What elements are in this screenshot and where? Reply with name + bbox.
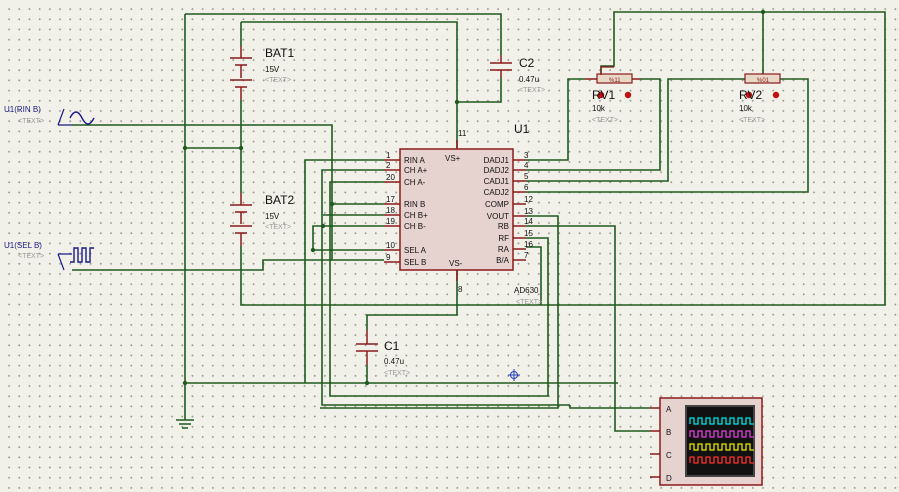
u1-pin-name: VOUT — [487, 212, 509, 221]
u1-pin-number: 7 — [524, 251, 529, 260]
u1-pin-number: 2 — [386, 161, 391, 170]
scope-channel-a: A — [666, 405, 672, 414]
u1-pin-name: DADJ1 — [484, 156, 510, 165]
u1-pin-name: COMP — [485, 200, 509, 209]
u1-pin-name: SEL B — [404, 258, 426, 267]
bat1-value: 15V — [265, 65, 280, 74]
c2-text: <TEXT> — [519, 87, 545, 94]
rin-b-source-text: <TEXT> — [18, 118, 44, 125]
sine-wave-icon — [69, 111, 95, 125]
u1-pin-name: RF — [498, 234, 509, 243]
rin-b-source-ref: U1(RIN B) — [4, 105, 41, 114]
bat2-value: 15V — [265, 212, 280, 221]
sel-b-source-text: <TEXT> — [18, 253, 44, 260]
u1-pin-number: 4 — [524, 161, 529, 170]
crosshair-icon — [508, 369, 520, 381]
u1-pin-number: 6 — [524, 183, 529, 192]
u1-pin-number: 17 — [386, 195, 395, 204]
potentiometer-rv1[interactable]: %11 RV1 10k <TEXT> — [585, 66, 640, 124]
u1-pin-name: RIN A — [404, 156, 426, 165]
u1-pin-name: RIN B — [404, 200, 425, 209]
u1-pin-number: 16 — [524, 240, 533, 249]
u1-pin-name: CH B+ — [404, 211, 428, 220]
oscilloscope[interactable]: A B C D — [650, 397, 763, 486]
u1-vs-plus: VS+ — [445, 154, 461, 163]
u1-pin-number: 15 — [524, 229, 533, 238]
bat2-text: <TEXT> — [265, 224, 291, 231]
square-wave-icon — [70, 247, 94, 263]
source-rin-b[interactable]: U1(RIN B) <TEXT> — [4, 105, 95, 126]
scope-trace-c — [689, 443, 754, 451]
u1-pin-name: B/A — [496, 256, 510, 265]
c1-ref: C1 — [384, 339, 400, 353]
u1-pin-name: SEL A — [404, 246, 427, 255]
c1-value: 0.47u — [384, 357, 404, 366]
u1-vs-minus-pin: 8 — [458, 285, 463, 294]
c2-ref: C2 — [519, 56, 535, 70]
capacitor-c2[interactable]: C2 0.47u <TEXT> — [490, 55, 545, 94]
rv1-mark: %11 — [609, 78, 621, 84]
rv2-value: 10k — [739, 104, 753, 113]
u1-pin-name: DADJ2 — [484, 166, 510, 175]
scope-trace-d — [689, 456, 754, 464]
bat1-text: <TEXT> — [265, 77, 291, 84]
rv2-text: <TEXT> — [739, 117, 765, 124]
u1-pin-name: CH B- — [404, 222, 426, 231]
rv1-value: 10k — [592, 104, 606, 113]
battery-bat1[interactable]: BAT1 15V <TEXT> — [230, 46, 294, 100]
rv1-text: <TEXT> — [592, 117, 618, 124]
u1-pin-number: 1 — [386, 151, 391, 160]
u1-pin-name: CH A+ — [404, 166, 428, 175]
wires — [72, 9, 886, 432]
u1-pin-name: CH A- — [404, 178, 426, 187]
u1-pin-number: 14 — [524, 217, 533, 226]
u1-pin-number: 3 — [524, 151, 529, 160]
bat2-ref: BAT2 — [265, 193, 294, 207]
battery-bat2[interactable]: BAT2 15V <TEXT> — [230, 193, 294, 246]
u1-part: AD630 — [514, 286, 539, 295]
u1-vs-minus: VS- — [449, 259, 463, 268]
u1-pin-number: 5 — [524, 172, 529, 181]
potentiometer-rv2[interactable]: %01 RV2 10k <TEXT> — [739, 73, 781, 124]
u1-pin-number: 20 — [386, 173, 395, 182]
scope-channel-b: B — [666, 428, 671, 437]
u1-pin-number: 13 — [524, 207, 533, 216]
scope-traces — [689, 417, 754, 464]
scope-trace-a — [689, 417, 754, 425]
u1-pin-number: 19 — [386, 217, 395, 226]
scope-trace-b — [689, 430, 754, 438]
u1-pin-number: 10 — [386, 241, 395, 250]
u1-text: <TEXT> — [516, 299, 542, 306]
capacitor-c1[interactable]: C1 0.47u <TEXT> — [356, 330, 410, 377]
rv1-ref: RV1 — [592, 88, 615, 102]
u1-pin-name: RB — [498, 222, 509, 231]
u1-pin-name: CADJ1 — [484, 177, 510, 186]
rv2-ref: RV2 — [739, 88, 762, 102]
u1-pin-name: RA — [498, 245, 510, 254]
scope-channel-d: D — [666, 474, 672, 483]
u1-pin-number: 9 — [386, 253, 391, 262]
c2-value: 0.47u — [519, 75, 539, 84]
c1-text: <TEXT> — [384, 370, 410, 377]
u1-vs-plus-pin: 11 — [458, 129, 467, 138]
scope-channel-c: C — [666, 451, 672, 460]
source-sel-b[interactable]: U1(SEL B) <TEXT> — [4, 241, 94, 271]
u1-pin-number: 18 — [386, 206, 395, 215]
u1-pin-number: 12 — [524, 195, 533, 204]
scope-channel-labels: A B C D — [666, 405, 672, 483]
u1-pin-name: CADJ2 — [484, 188, 510, 197]
rv2-mark: %01 — [757, 78, 770, 84]
sel-b-source-ref: U1(SEL B) — [4, 241, 42, 250]
u1-ref: U1 — [514, 122, 530, 136]
bat1-ref: BAT1 — [265, 46, 294, 60]
